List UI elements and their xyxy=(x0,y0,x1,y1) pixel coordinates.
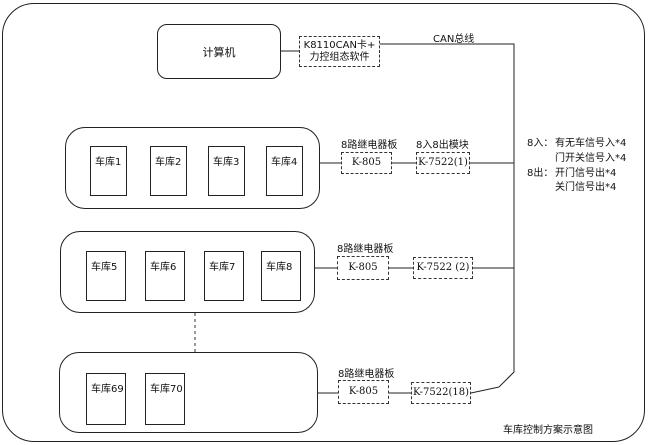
garage-box: 车库2 xyxy=(150,146,187,196)
relay-model-box: K-805 xyxy=(338,380,389,404)
can-card-line1: K8110CAN卡+ xyxy=(303,39,376,51)
computer-box xyxy=(157,24,281,79)
garage-box: 车库70 xyxy=(145,373,185,425)
io-model-box: K-7522(1) xyxy=(416,152,470,174)
can-bus-label: CAN总线 xyxy=(433,34,475,45)
garage-box: 车库3 xyxy=(208,146,245,196)
relay-model-box: K-805 xyxy=(337,256,389,280)
relay-title: 8路继电器板 xyxy=(338,369,395,380)
io-module-title: 8入8出模块 xyxy=(416,140,469,151)
garage-box: 车库69 xyxy=(86,373,126,425)
garage-box: 车库1 xyxy=(90,146,127,196)
can-bus-line xyxy=(380,43,515,388)
relay-title: 8路继电器板 xyxy=(337,244,394,255)
garage-box: 车库5 xyxy=(86,251,126,301)
io-model-box: K-7522(18) xyxy=(411,382,471,404)
diagram-caption: 车库控制方案示意图 xyxy=(503,425,593,436)
io-out-line1: 开门信号出*4 xyxy=(555,168,617,179)
garage-box: 车库4 xyxy=(266,146,303,196)
io-model-box: K-7522 (2) xyxy=(413,257,473,279)
io-in-label: 8入： xyxy=(527,138,554,149)
garage-box: 车库7 xyxy=(204,251,244,301)
can-card-box: K8110CAN卡+ 力控组态软件 xyxy=(299,36,380,67)
io-in-line2: 门开关信号入*4 xyxy=(555,153,627,164)
io-out-label: 8出： xyxy=(527,168,554,179)
relay-model-box: K-805 xyxy=(341,152,392,174)
can-card-line2: 力控组态软件 xyxy=(309,51,370,63)
garage-box: 车库8 xyxy=(261,251,301,301)
garage-box: 车库6 xyxy=(145,251,185,301)
g3-io-to-bus xyxy=(470,386,500,394)
computer-label: 计算机 xyxy=(202,45,236,59)
outer-frame xyxy=(2,3,645,442)
io-in-line1: 有无车信号入*4 xyxy=(555,138,627,149)
io-out-line2: 关门信号出*4 xyxy=(555,182,617,193)
relay-title: 8路继电器板 xyxy=(341,140,398,151)
